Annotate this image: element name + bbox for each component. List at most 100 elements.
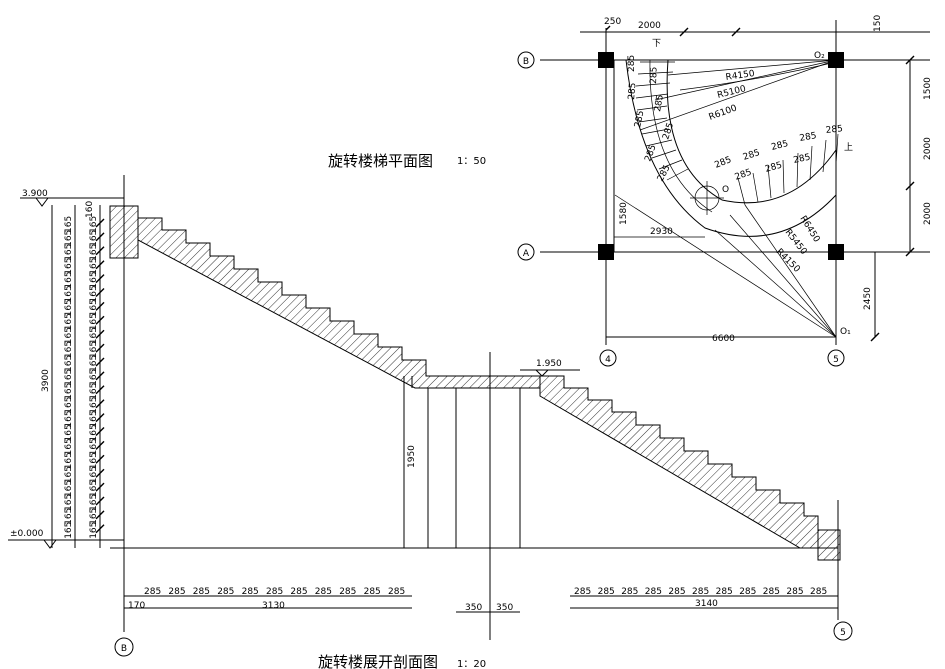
- riser-label: 165: [89, 216, 99, 233]
- dim-170: 170: [128, 601, 145, 611]
- tread-label: 285: [388, 587, 405, 597]
- plan-treads: [635, 61, 839, 206]
- axis-a-label: A: [523, 249, 530, 259]
- dim-tick: [905, 55, 915, 65]
- riser-tick: [95, 218, 105, 228]
- riser-label: 165: [64, 299, 74, 316]
- tread-label: 285: [364, 587, 381, 597]
- riser-label: 165: [64, 466, 74, 483]
- riser-tick: [95, 274, 105, 284]
- riser-tick: [95, 454, 105, 464]
- radius-line-r4150b: [714, 229, 837, 338]
- riser-label: 165: [89, 452, 99, 469]
- riser-ticks: [95, 218, 105, 534]
- axis-bubble-5-section: [833, 621, 853, 641]
- dim-tick: [905, 181, 915, 191]
- tread-label: 285: [742, 148, 761, 163]
- dim-160: 160: [85, 201, 95, 218]
- tread-label: 285: [764, 161, 783, 175]
- plan-scale: 1：50: [457, 156, 486, 167]
- axis-4-label: 4: [605, 355, 611, 365]
- riser-label: 165: [64, 216, 74, 233]
- riser-tick: [95, 482, 105, 492]
- tread-label: 285: [193, 587, 210, 597]
- tread-label: 285: [810, 587, 827, 597]
- riser-tick: [95, 232, 105, 242]
- riser-tick: [95, 260, 105, 270]
- riser-tick: [95, 496, 105, 506]
- level-marker-base: [43, 539, 57, 549]
- riser-tick: [95, 468, 105, 478]
- center-o-label: O: [722, 185, 729, 195]
- riser-tick: [95, 427, 105, 436]
- riser-label: 165: [89, 438, 99, 455]
- tread-label: 285: [649, 67, 660, 85]
- radius-r5100: R5100: [716, 84, 747, 101]
- tread-label: 285: [339, 587, 356, 597]
- tread-label: 285: [627, 55, 637, 72]
- riser-tick: [95, 357, 105, 367]
- radius-r4150: R4150: [725, 69, 756, 83]
- riser-label: 165: [89, 397, 99, 414]
- dim-2930: 2930: [650, 227, 673, 237]
- center-o1-label: O₁: [840, 327, 851, 337]
- dim-350-b: 350: [496, 603, 513, 613]
- stair-outer-curve: [625, 59, 837, 237]
- tread-label: 285: [656, 164, 673, 184]
- dim-2000b: 2000: [923, 202, 933, 225]
- tread-label: 285: [825, 124, 843, 136]
- section-scale: 1：20: [457, 659, 486, 669]
- tread-label: 285: [633, 110, 646, 129]
- radius-r6100: R6100: [708, 103, 739, 122]
- riser-label: 165: [64, 244, 74, 261]
- radius-line-r4150: [667, 59, 837, 76]
- down-label: 下: [652, 39, 661, 49]
- riser-tick: [95, 385, 105, 395]
- tread-label: 285: [763, 587, 780, 597]
- riser-label: 165: [64, 327, 74, 344]
- radius-line-r5450: [729, 214, 837, 338]
- riser-label: 165: [89, 327, 99, 344]
- riser-tick: [95, 329, 105, 339]
- riser-label: 165: [89, 466, 99, 483]
- riser-label: 165: [64, 522, 74, 539]
- riser-label: 165: [64, 313, 74, 330]
- column: [828, 244, 844, 260]
- riser-label: 165: [89, 424, 99, 441]
- tread-label: 285: [144, 587, 161, 597]
- tread-label: 285: [598, 587, 615, 597]
- riser-label: 165: [64, 355, 74, 372]
- riser-label: 165: [89, 230, 99, 247]
- axis-5-label: 5: [833, 355, 839, 365]
- tread-label: 285: [739, 587, 756, 597]
- tread-label: 285: [290, 587, 307, 597]
- tread-label: 285: [786, 587, 803, 597]
- axis-bubble-5: [827, 349, 845, 367]
- riser-label: 165: [89, 313, 99, 330]
- riser-label: 165: [89, 299, 99, 316]
- riser-label: 165: [64, 438, 74, 455]
- up-label: 上: [844, 142, 853, 153]
- radius-line-r6100: [639, 59, 837, 131]
- riser-label: 165: [89, 508, 99, 525]
- riser-label: 165: [89, 244, 99, 261]
- axis-b-section-label: B: [121, 644, 127, 654]
- riser-label: 165: [89, 369, 99, 386]
- riser-tick: [95, 440, 105, 450]
- dim-tick: [605, 25, 611, 31]
- tread-label: 285: [315, 587, 332, 597]
- riser-label: 165: [89, 480, 99, 497]
- riser-label: 165: [89, 522, 99, 539]
- tread-label: 285: [242, 587, 259, 597]
- axis-5-section-label: 5: [840, 628, 846, 638]
- level-marker-landing: [535, 369, 549, 377]
- dim-3140: 3140: [695, 599, 718, 609]
- riser-tick: [95, 246, 105, 256]
- dim-2000-top: 2000: [638, 21, 661, 31]
- section-title: 旋转楼展开剖面图: [318, 653, 438, 669]
- dim-1500: 1500: [923, 77, 933, 100]
- riser-tick: [95, 524, 105, 534]
- riser-label: 165: [64, 271, 74, 288]
